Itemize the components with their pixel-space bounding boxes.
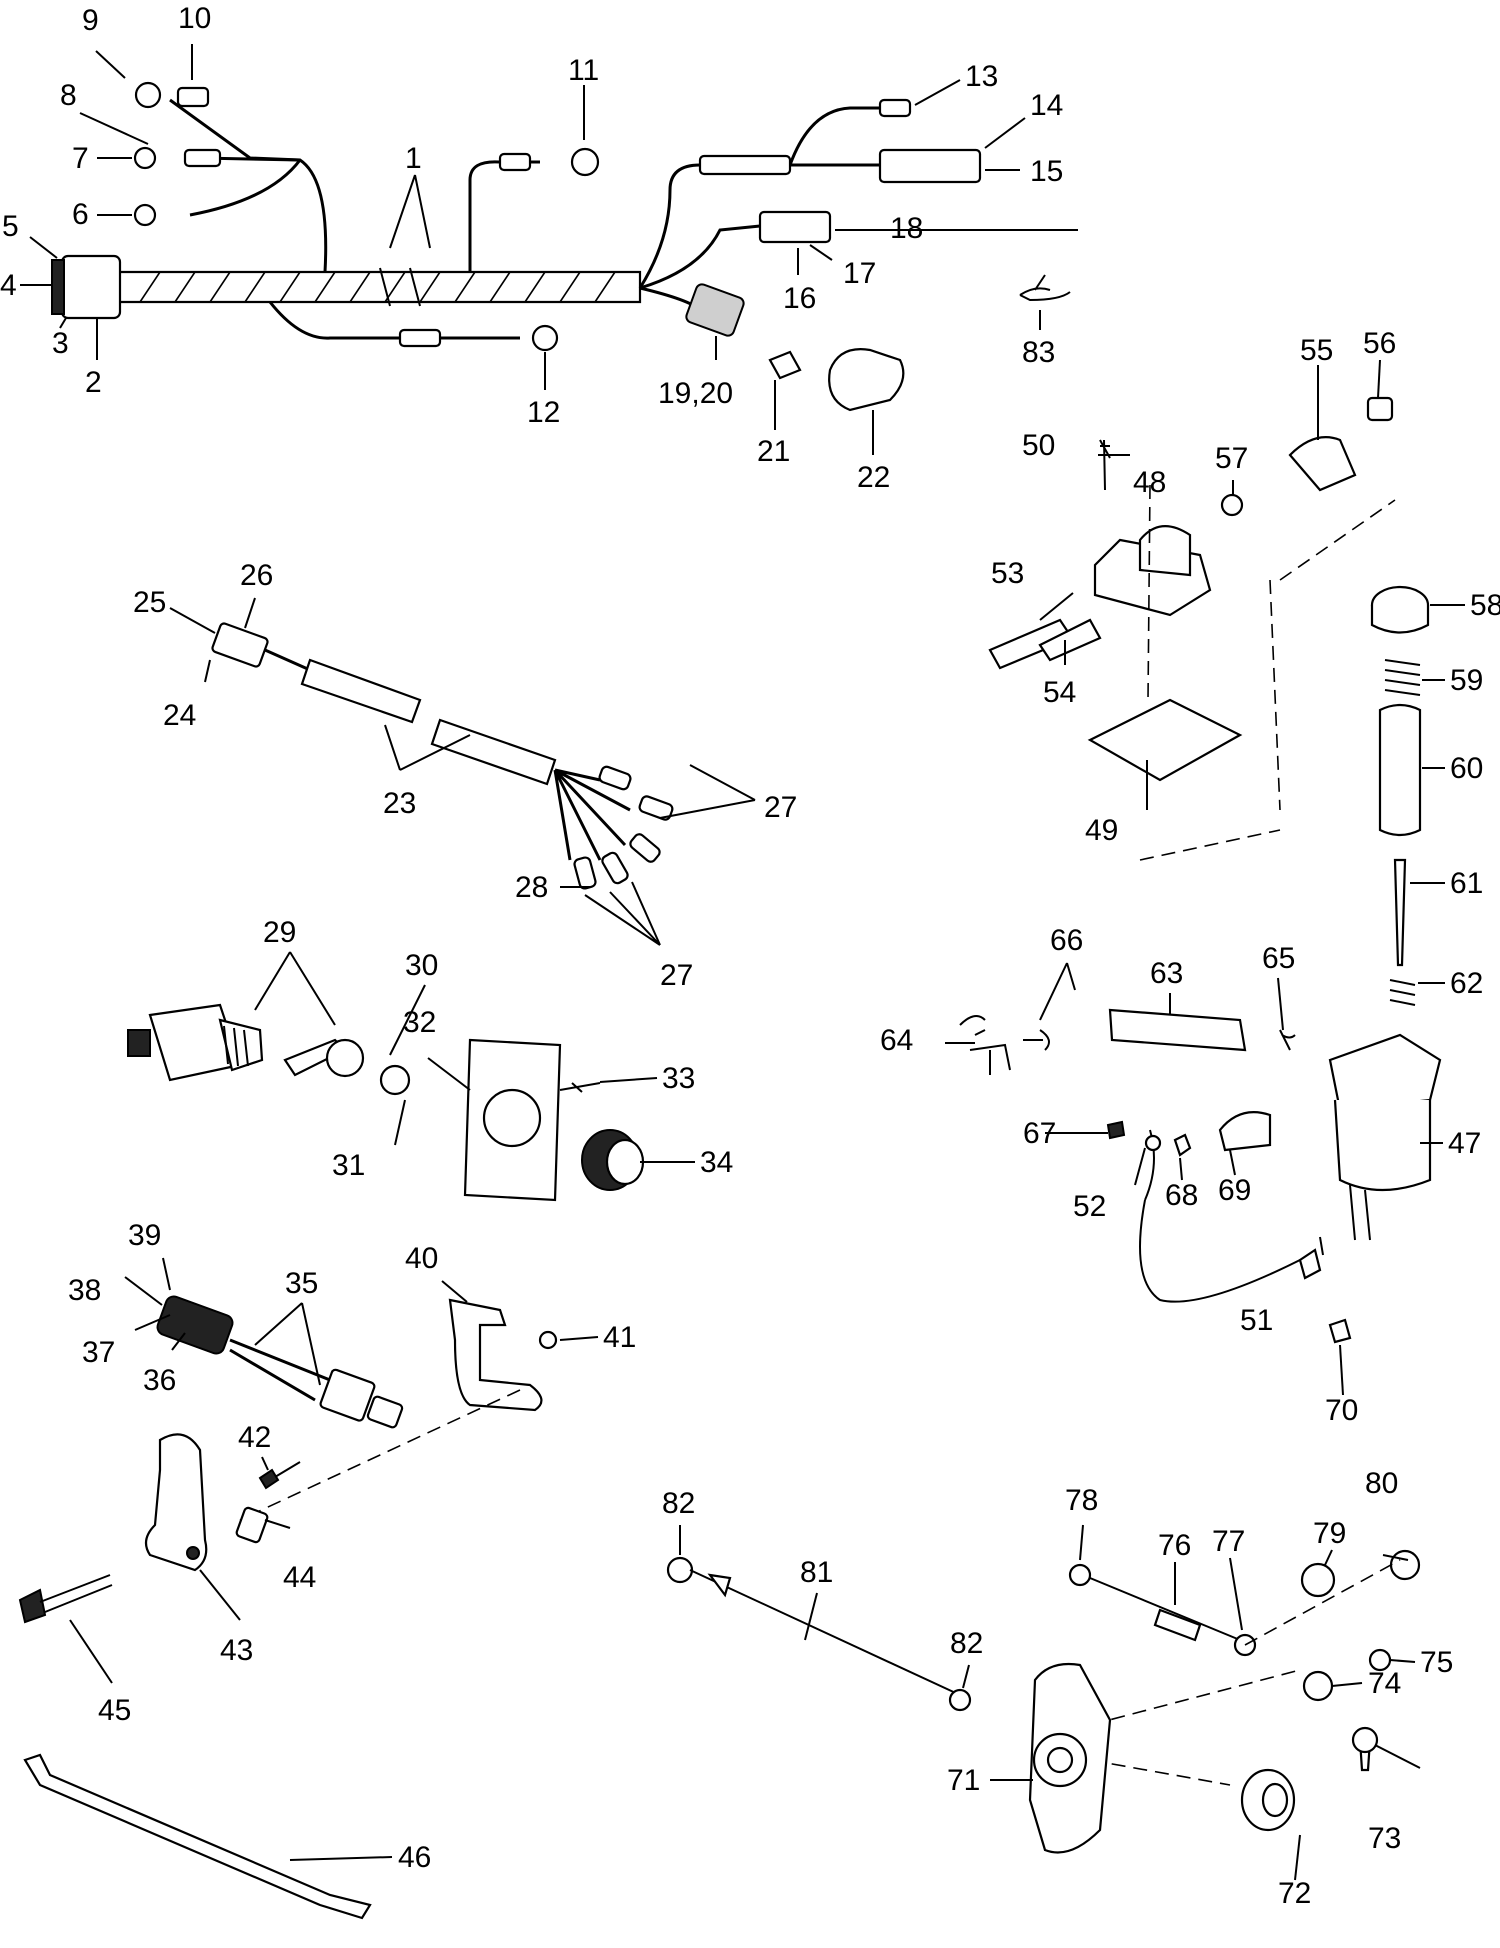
callout-label: 74 [1368,1667,1401,1700]
callout-label: 33 [662,1062,695,1095]
callout-label: 29 [263,916,296,949]
callout-label: 76 [1158,1529,1191,1562]
callout-label: 40 [405,1242,438,1275]
callout-label: 53 [991,557,1024,590]
callout-label: 80 [1365,1467,1398,1500]
callout-label: 36 [143,1364,176,1397]
callout-label: 43 [220,1634,253,1667]
callout-label: 75 [1420,1646,1453,1679]
callout-label: 70 [1325,1394,1358,1427]
callout-label: 72 [1278,1877,1311,1910]
callout-label: 28 [515,871,548,904]
callout-label: 27 [764,791,797,824]
callout-label: 37 [82,1336,115,1369]
callout-label: 21 [757,435,790,468]
callout-label: 63 [1150,957,1183,990]
callout-label: 57 [1215,442,1248,475]
callout-label: 19,20 [658,377,733,410]
callout-label: 32 [403,1006,436,1039]
callout-label: 17 [843,257,876,290]
callout-label: 46 [398,1841,431,1874]
coil-and-filter-group [959,396,1442,1344]
callout-label: 15 [1030,155,1063,188]
callout-label: 58 [1470,589,1500,622]
callout-label: 44 [283,1561,316,1594]
callout-label: 64 [880,1024,913,1057]
callout-label: 14 [1030,89,1063,122]
callout-label: 79 [1313,1517,1346,1550]
extension-harness [211,622,674,890]
callout-label: 13 [965,60,998,93]
callout-label: 55 [1300,334,1333,367]
callout-label: 68 [1165,1179,1198,1212]
callout-label: 31 [332,1149,365,1182]
callout-label: 73 [1368,1822,1401,1855]
callout-label: 65 [1262,942,1295,975]
callout-label: 49 [1085,814,1118,847]
callout-label: 3 [52,327,69,360]
main-wiring-harness [51,81,1071,412]
callout-label: 42 [238,1421,271,1454]
callout-label: 24 [163,699,196,732]
callout-label: 69 [1218,1174,1251,1207]
linkage-group [666,1549,1421,1854]
callout-label: 30 [405,949,438,982]
callout-label: 67 [1023,1117,1056,1150]
callout-label: 66 [1050,924,1083,957]
callout-label: 35 [285,1267,318,1300]
leader-lines [20,44,1465,1881]
callout-label: 22 [857,461,890,494]
callout-label: 83 [1022,336,1055,369]
callout-label: 34 [700,1146,733,1179]
callout-label: 4 [0,269,17,302]
callout-label: 82 [950,1627,983,1660]
callout-label: 51 [1240,1304,1273,1337]
callout-label: 9 [82,4,99,37]
callout-label: 39 [128,1219,161,1252]
callout-label: 12 [527,396,560,429]
callout-label: 48 [1133,466,1166,499]
callout-label: 25 [133,586,166,619]
ignition-switch-group [127,1003,645,1202]
callout-label: 59 [1450,664,1483,697]
callout-label: 56 [1363,327,1396,360]
callout-label: 7 [72,142,89,175]
callout-label: 18 [890,212,923,245]
callout-label: 78 [1065,1484,1098,1517]
callout-label: 6 [72,198,89,231]
callout-labels: 1 2 3 4 5 6 7 8 9 10 11 12 13 14 15 16 1… [0,2,1500,1910]
callout-label: 11 [568,54,599,87]
callout-label: 61 [1450,867,1483,900]
callout-label: 1 [405,142,422,175]
callout-label: 41 [603,1321,636,1354]
callout-label: 62 [1450,967,1483,1000]
callout-label: 38 [68,1274,101,1307]
callout-label: 2 [85,366,102,399]
callout-label: 27 [660,959,693,992]
callout-label: 81 [800,1556,833,1589]
callout-label: 71 [947,1764,980,1797]
callout-label: 45 [98,1694,131,1727]
callout-label: 10 [178,2,211,35]
callout-label: 82 [662,1487,695,1520]
callout-label: 54 [1043,676,1076,709]
callout-label: 77 [1212,1525,1245,1558]
callout-label: 50 [1022,429,1055,462]
callout-label: 23 [383,787,416,820]
callout-label: 60 [1450,752,1483,785]
callout-label: 8 [60,79,77,112]
callout-label: 16 [783,282,816,315]
callout-label: 52 [1073,1190,1106,1223]
stop-switch-group [18,1295,558,1920]
callout-label: 47 [1448,1127,1481,1160]
callout-label: 26 [240,559,273,592]
callout-label: 5 [2,210,19,243]
